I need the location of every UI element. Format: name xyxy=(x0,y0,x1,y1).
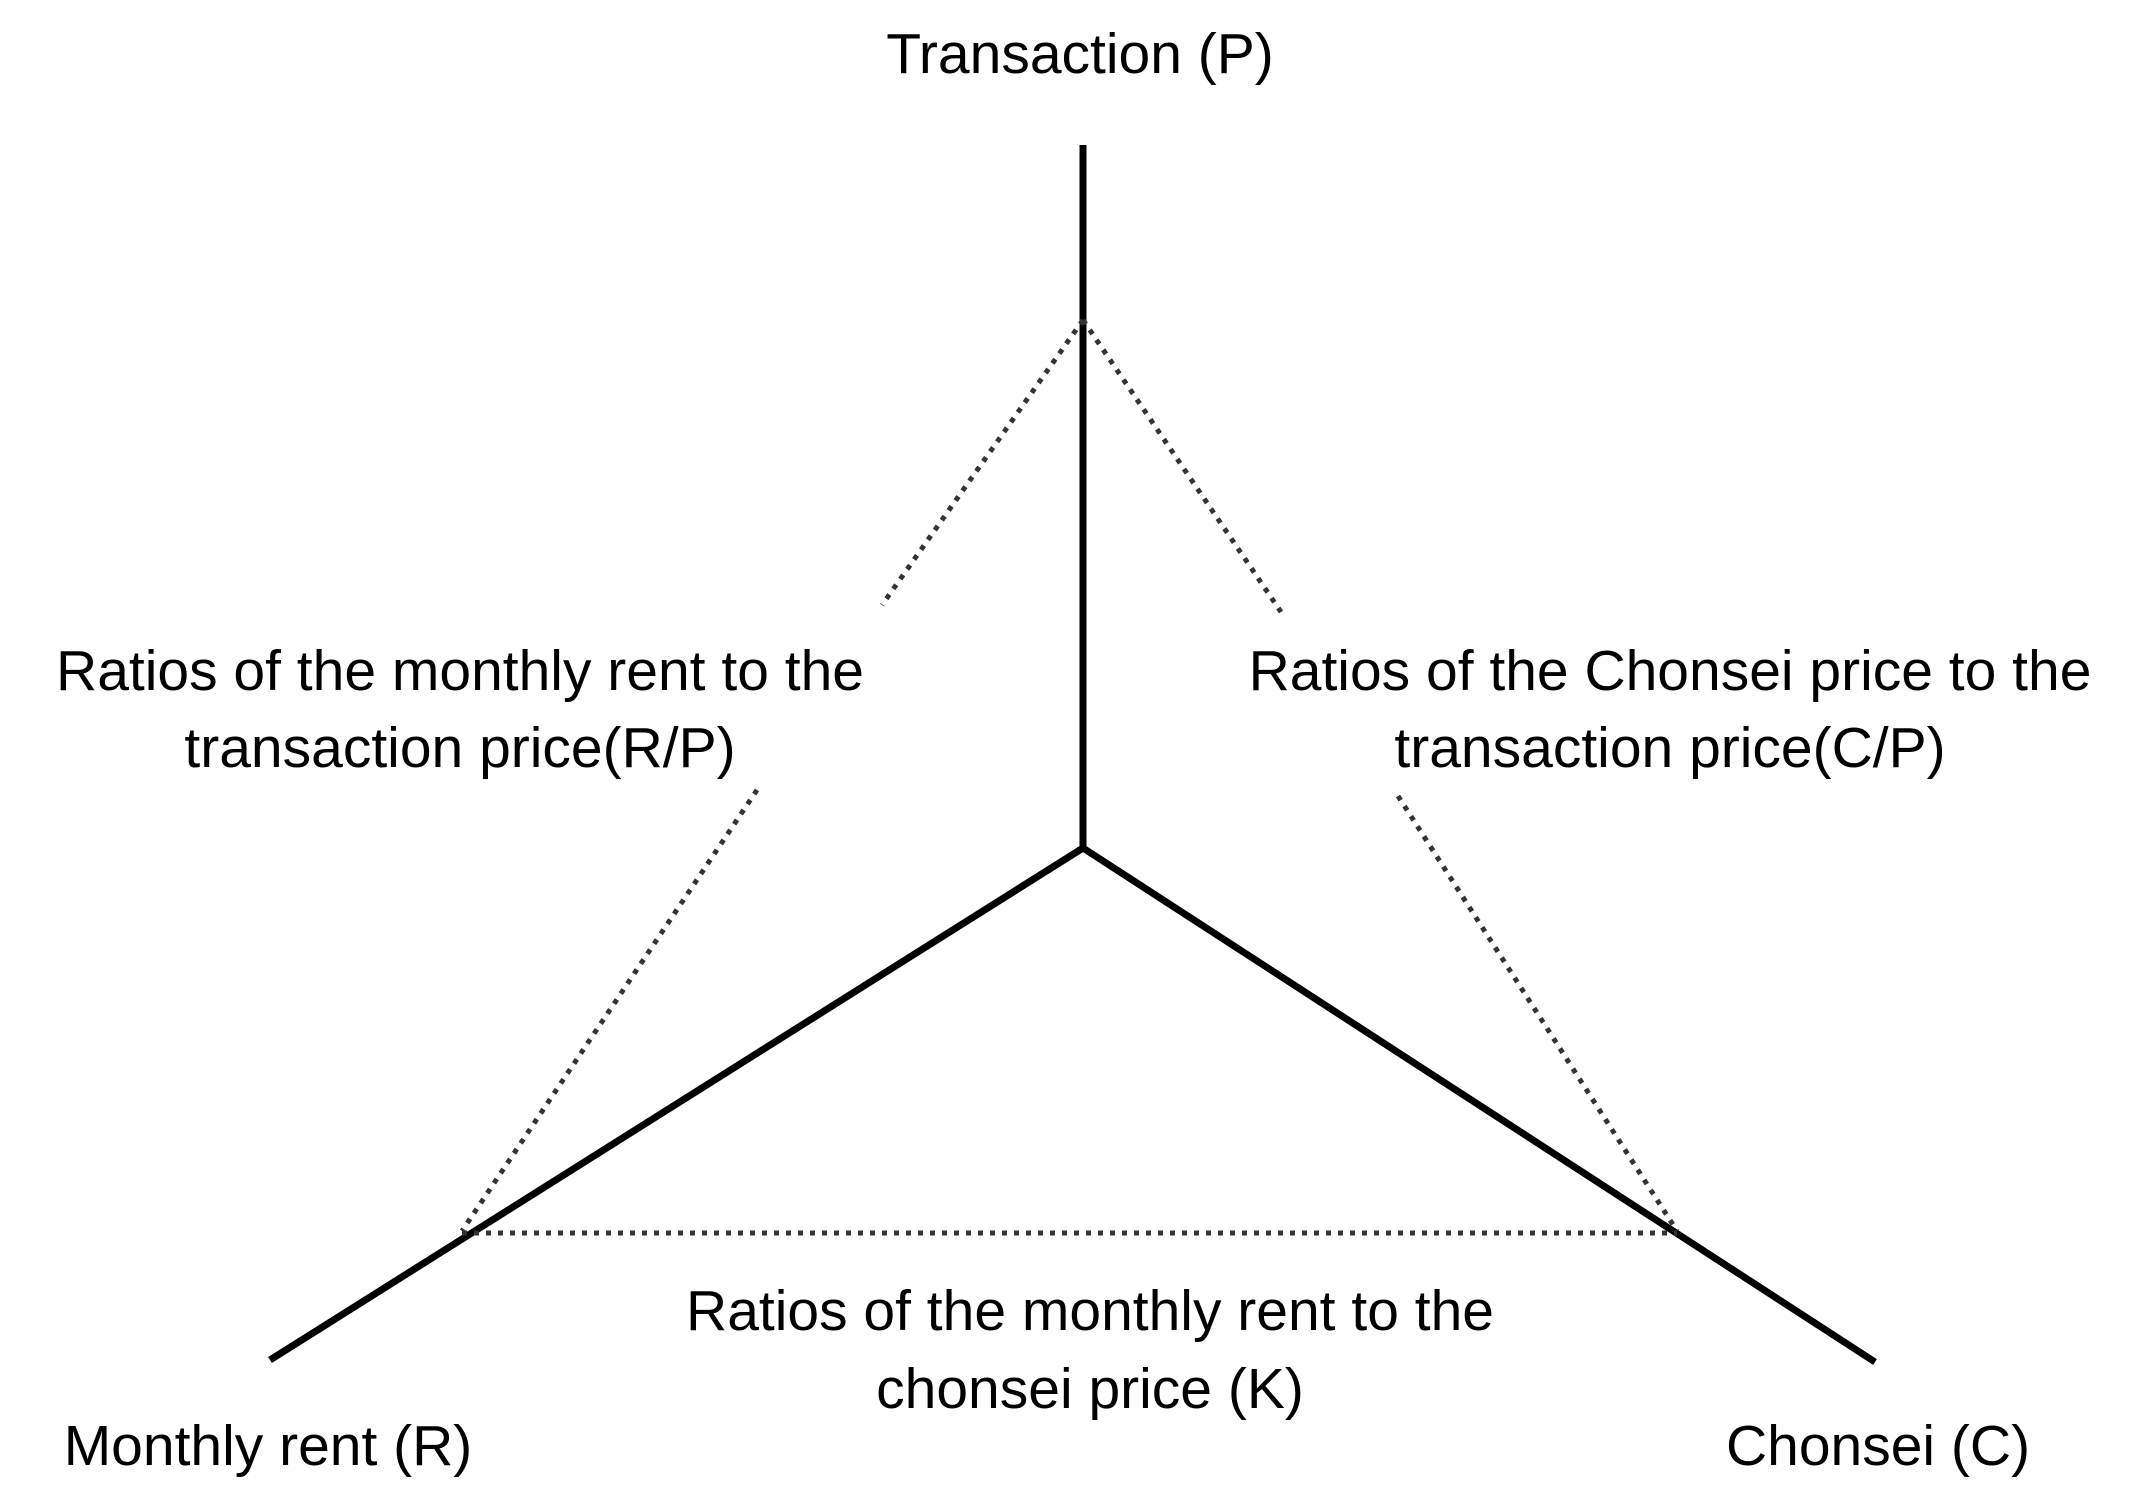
rent-to-chonsei-ratio-label-line2: chonsei price (K) xyxy=(876,1357,1304,1421)
chonsei-axis xyxy=(1081,845,1877,1365)
rent-to-transaction-ratio-label-line1: Ratios of the monthly rent to the xyxy=(56,639,864,703)
chonsei-to-transaction-ratio-line-upper xyxy=(1080,318,1284,614)
transaction-label: Transaction (P) xyxy=(886,22,1274,86)
chonsei-to-transaction-ratio-label-line2: transaction price(C/P) xyxy=(1394,716,1945,780)
chonsei-label: Chonsei (C) xyxy=(1726,1414,2030,1478)
rent-to-transaction-ratio-line-lower xyxy=(459,788,760,1233)
chonsei-to-transaction-ratio-line-lower xyxy=(1395,794,1680,1233)
rent-to-transaction-ratio-label-line2: transaction price(R/P) xyxy=(184,716,735,780)
monthly-rent-label: Monthly rent (R) xyxy=(64,1414,473,1478)
monthly-rent-axis xyxy=(268,845,1085,1363)
rent-to-chonsei-ratio-label-line1: Ratios of the monthly rent to the xyxy=(686,1279,1494,1343)
rent-to-transaction-ratio-line-upper xyxy=(879,318,1086,607)
chonsei-to-transaction-ratio-label-line1: Ratios of the Chonsei price to the xyxy=(1249,639,2092,703)
